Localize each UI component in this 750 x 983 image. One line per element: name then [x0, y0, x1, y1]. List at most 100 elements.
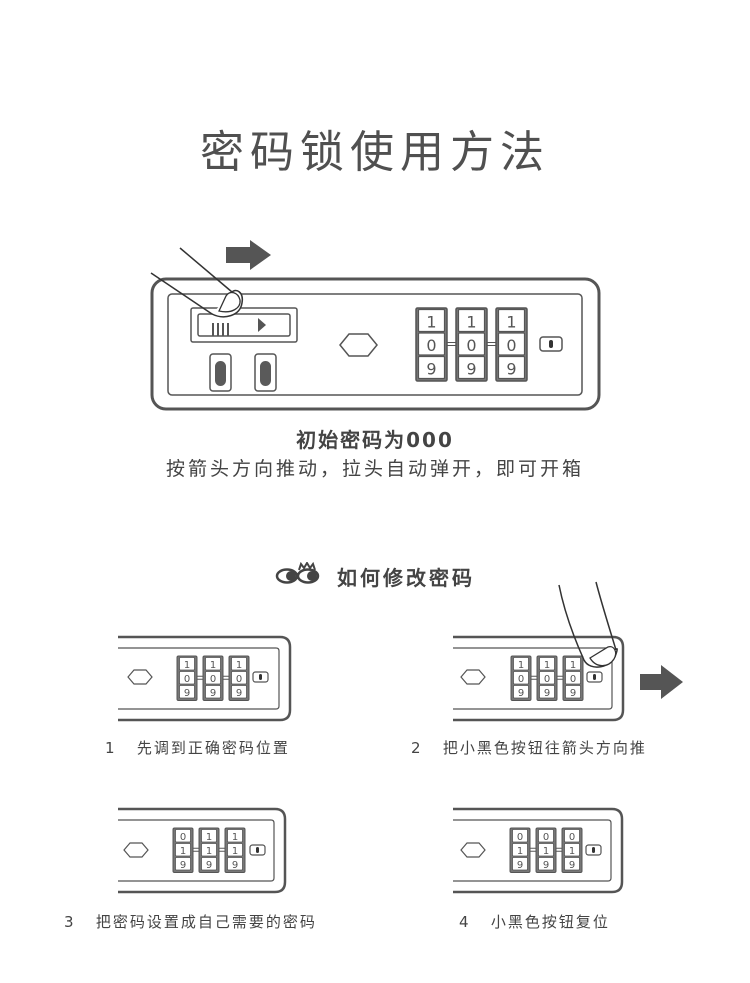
combination-dials: 1 0 9 1 0 9 1 0 9 [510, 655, 584, 701]
step-number: 3 [64, 913, 76, 931]
dial-digit-top: 1 [570, 660, 576, 671]
dial-digit-middle: 0 [544, 674, 550, 685]
slider-grip-icon [212, 323, 229, 336]
dial-digit-middle: 1 [180, 846, 186, 857]
dial-digit-middle: 0 [570, 674, 576, 685]
dial-digit-top: 1 [184, 660, 190, 671]
hexagon-keyhole-icon [339, 333, 378, 357]
dial-digit-top: 1 [544, 660, 550, 671]
dial-digit-bottom: 9 [570, 688, 576, 699]
dial-digit-bottom: 9 [466, 359, 476, 378]
dial-wheel[interactable]: 1 0 9 [415, 307, 448, 382]
step-number: 2 [411, 739, 423, 757]
dial-digit-top: 0 [517, 832, 523, 843]
step-number: 4 [459, 913, 471, 931]
step-3-caption: 3 把密码设置成自己需要的密码 [64, 911, 317, 932]
dial-wheel[interactable]: 1 0 9 [455, 307, 488, 382]
step-2-panel: 1 0 9 1 0 9 1 0 9 [453, 581, 683, 722]
dial-digit-middle: 1 [232, 846, 238, 857]
dial-digit-bottom: 9 [517, 860, 523, 871]
dial-digit-bottom: 9 [184, 688, 190, 699]
dial-digit-middle: 0 [184, 674, 190, 685]
dial-wheel[interactable]: 1 0 9 [510, 655, 532, 701]
initial-code-text: 初始密码为000 [296, 428, 454, 452]
dial-digit-top: 1 [232, 832, 238, 843]
dial-digit-middle: 0 [426, 336, 436, 355]
reset-button[interactable] [586, 671, 603, 683]
dial-digit-bottom: 9 [236, 688, 242, 699]
hexagon-keyhole-icon [460, 842, 486, 858]
dial-digit-bottom: 9 [506, 359, 516, 378]
dial-wheel[interactable]: 0 1 9 [535, 827, 557, 873]
step-text: 先调到正确密码位置 [136, 739, 290, 757]
dial-digit-middle: 1 [206, 846, 212, 857]
dial-wheel[interactable]: 1 0 9 [536, 655, 558, 701]
step-4-caption: 4 小黑色按钮复位 [459, 911, 610, 932]
dial-wheel[interactable]: 119 [198, 827, 220, 873]
hexagon-keyhole-icon [460, 669, 486, 685]
dial-digit-top: 0 [180, 832, 186, 843]
dial-wheel[interactable]: 1 0 9 [228, 655, 250, 701]
hexagon-keyhole-icon [123, 842, 149, 858]
zipper-slot-right [254, 353, 277, 392]
dial-digit-top: 1 [236, 660, 242, 671]
dial-wheel[interactable]: 1 0 9 [176, 655, 198, 701]
finger-icon [558, 581, 618, 668]
dial-digit-middle: 0 [466, 336, 476, 355]
hexagon-keyhole-icon [127, 669, 153, 685]
push-arrow-icon [226, 240, 271, 270]
zipper-slot-left [209, 353, 232, 392]
dial-wheel[interactable]: 1 0 9 [202, 655, 224, 701]
step-text: 把密码设置成自己需要的密码 [95, 913, 317, 931]
combination-dials: 1 0 9 1 0 9 1 0 9 [176, 655, 250, 701]
slider-triangle-icon [258, 318, 266, 332]
dial-digit-middle: 1 [517, 846, 523, 857]
dial-digit-bottom: 9 [232, 860, 238, 871]
eyes-icon [275, 561, 323, 591]
step-1-caption: 1 先调到正确密码位置 [105, 737, 290, 758]
reset-button[interactable] [539, 336, 563, 352]
dial-digit-middle: 1 [543, 846, 549, 857]
dial-wheel[interactable]: 019 [561, 827, 583, 873]
dial-digit-top: 1 [206, 832, 212, 843]
step-1-panel: 1 0 9 1 0 9 1 0 9 [118, 635, 292, 722]
dial-digit-bottom: 9 [543, 860, 549, 871]
step-2-caption: 2 把小黑色按钮往箭头方向推 [411, 737, 647, 758]
dial-digit-middle: 0 [236, 674, 242, 685]
change-password-heading-text: 如何修改密码 [337, 566, 475, 590]
dial-wheel[interactable]: 0 1 9 [509, 827, 531, 873]
finger-icon [150, 247, 244, 318]
dial-digit-top: 0 [543, 832, 549, 843]
dial-digit-bottom: 9 [569, 860, 575, 871]
dial-digit-middle: 0 [210, 674, 216, 685]
dial-digit-bottom: 9 [426, 359, 436, 378]
dial-digit-top: 1 [506, 312, 516, 331]
dial-digit-bottom: 9 [518, 688, 524, 699]
push-arrow-icon [640, 665, 683, 699]
dial-digit-bottom: 9 [180, 860, 186, 871]
change-password-heading: 如何修改密码 [0, 561, 750, 591]
dial-wheel[interactable]: 0 1 9 [172, 827, 194, 873]
step-text: 小黑色按钮复位 [490, 913, 610, 931]
dial-wheel[interactable]: 1 0 9 [562, 655, 584, 701]
dial-digit-top: 1 [210, 660, 216, 671]
dial-digit-middle: 1 [569, 846, 575, 857]
dial-digit-middle: 0 [518, 674, 524, 685]
dial-digit-top: 1 [466, 312, 476, 331]
reset-button[interactable] [585, 844, 602, 856]
dial-digit-bottom: 9 [544, 688, 550, 699]
reset-button[interactable] [249, 844, 266, 856]
dial-digit-bottom: 9 [210, 688, 216, 699]
dial-wheel[interactable]: 109 [495, 307, 528, 382]
page-title: 密码锁使用方法 [200, 127, 550, 178]
dial-wheel[interactable]: 1 1 9 [224, 827, 246, 873]
open-instruction-text: 按箭头方向推动，拉头自动弹开，即可开箱 [165, 458, 584, 480]
dial-digit-top: 1 [426, 312, 436, 331]
reset-button[interactable] [252, 671, 269, 683]
dial-digit-top: 1 [518, 660, 524, 671]
